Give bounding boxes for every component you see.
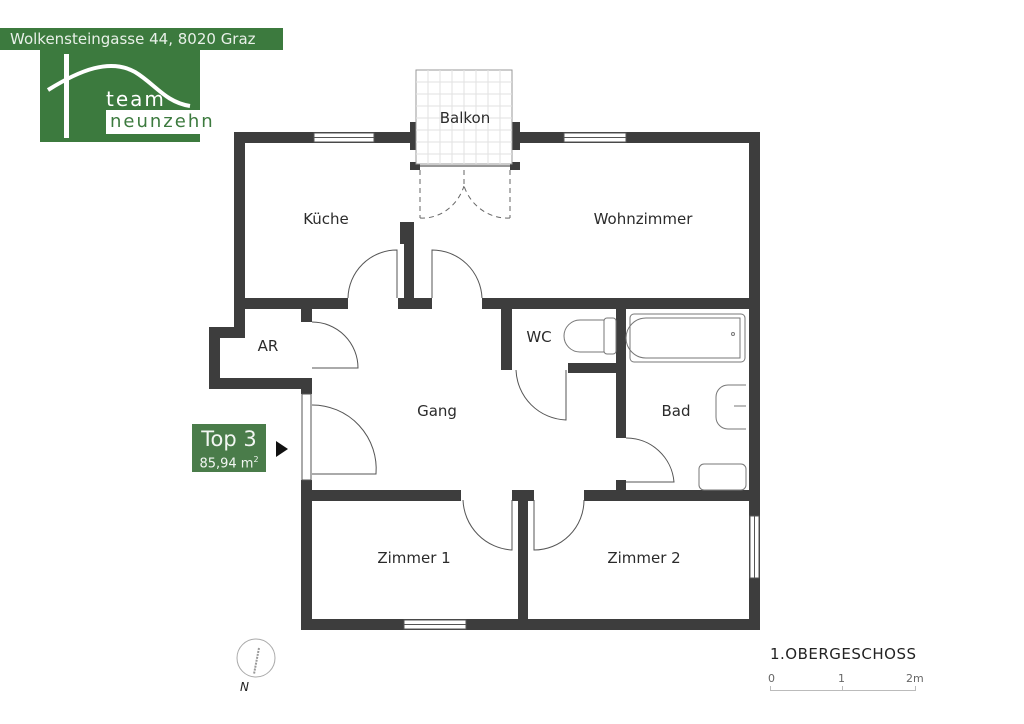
unit-area-value: 85,94 m [199,456,254,472]
room-label-ar: AR [257,337,279,355]
scale-mark [770,686,771,691]
team-neunzehn-logo: team neunzehn [40,50,232,142]
unit-area: 85,94 m2 [192,452,266,472]
entry-arrow-icon [276,441,288,457]
sanitary-fixtures [563,313,747,491]
unit-badge: Top 3 85,94 m2 [192,424,266,472]
balcony-door-swing [419,170,511,219]
door-swings [311,249,675,551]
scale-mark [915,686,916,691]
scale-mark [842,686,843,691]
logo-house-curve-icon [46,54,191,138]
compass-north-label: N [240,680,249,694]
walls [209,122,760,630]
floor-label: 1.OBERGESCHOSS [770,645,917,663]
room-label-zimmer-2: Zimmer 2 [607,549,681,567]
room-label-gang: Gang [417,402,457,420]
windows [301,132,760,630]
room-label-wohnzimmer: Wohnzimmer [593,210,693,228]
room-label-zimmer-1: Zimmer 1 [377,549,451,567]
scale-tick-0: 0 [768,672,775,685]
unit-area-superscript: 2 [253,455,259,464]
room-label-kueche: Küche [303,210,349,228]
compass-icon [236,638,276,678]
room-label-balkon: Balkon [439,109,491,127]
logo-text-neunzehn: neunzehn [106,110,232,134]
scale-tick-2: 2m [906,672,924,685]
address-banner: Wolkensteingasse 44, 8020 Graz [0,28,283,50]
unit-name: Top 3 [201,427,257,451]
scale-tick-1: 1 [838,672,845,685]
scale-line [770,690,916,691]
logo-text-team: team [106,87,166,111]
room-label-wc: WC [526,328,552,346]
room-label-bad: Bad [661,402,691,420]
scale-bar: 0 1 2m [768,672,924,696]
balcony-grid [415,69,513,167]
